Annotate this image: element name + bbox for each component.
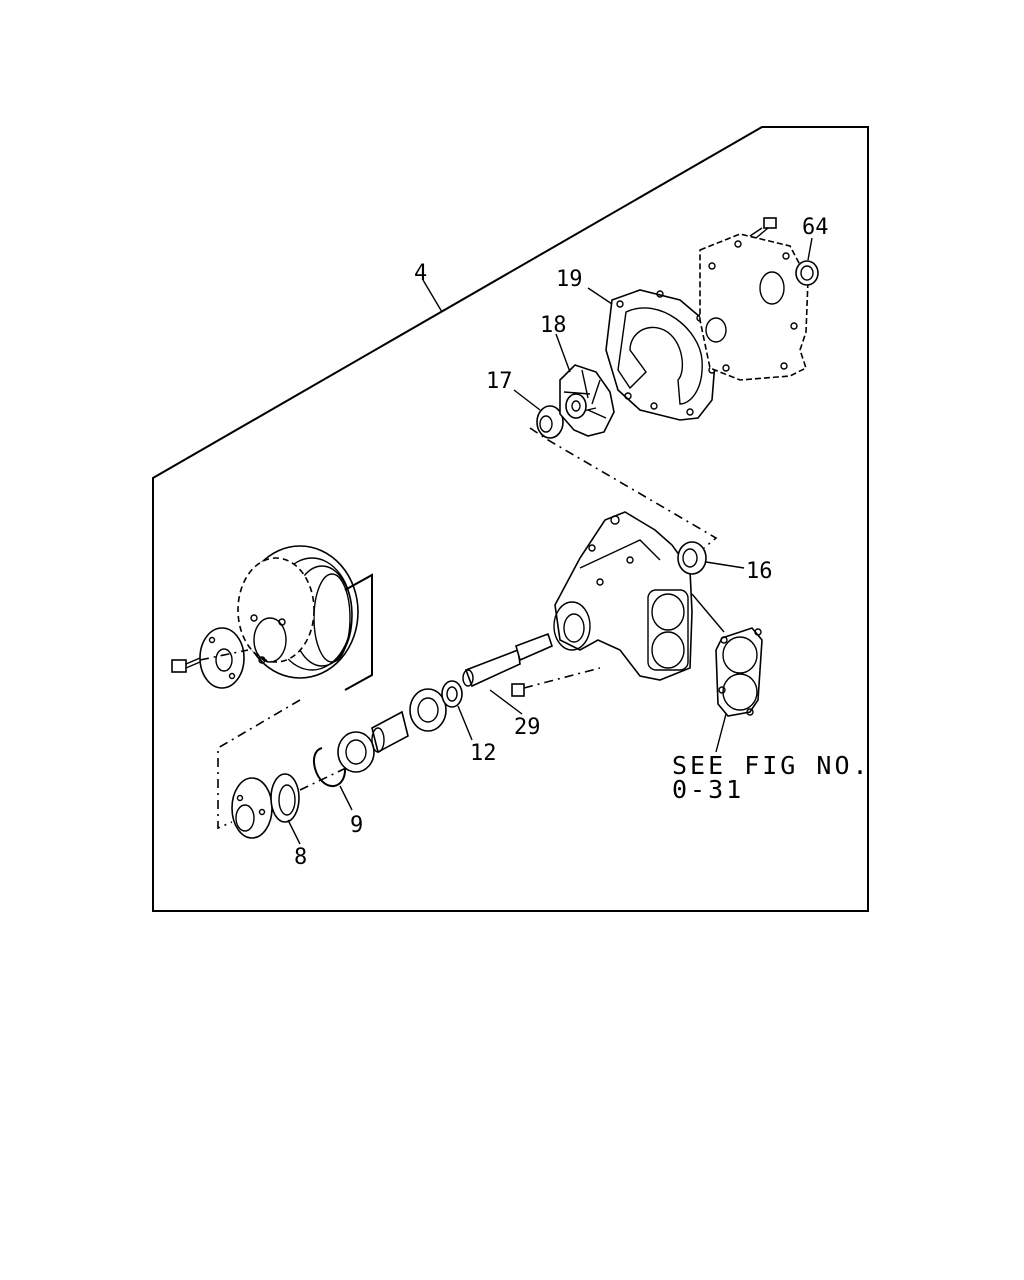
leader-18 [555, 333, 571, 373]
cover-bolt [749, 217, 777, 239]
callout-29: 29 [514, 715, 541, 740]
rear-seal-bearing [677, 541, 707, 575]
leader-9 [339, 785, 353, 811]
shaft [462, 632, 553, 688]
flange-bolt [171, 649, 249, 673]
leader-see-fig [715, 713, 727, 753]
callout-4: 4 [414, 261, 427, 286]
callout-19: 19 [556, 267, 583, 292]
leader-64 [807, 237, 813, 261]
callout-64: 64 [802, 215, 829, 240]
front-hub [231, 777, 273, 839]
impeller [559, 364, 615, 437]
leader-gasket-housing [691, 593, 725, 633]
pump-housing [553, 511, 693, 681]
callout-16: 16 [746, 559, 773, 584]
kit-boundary-outline [152, 126, 869, 912]
leader-12 [457, 705, 473, 741]
reference-note-line2: 0-31 [672, 775, 744, 804]
hub-axis-dashline [299, 767, 347, 791]
washer [441, 680, 463, 708]
mechanical-seal [536, 405, 564, 439]
oil-seal [270, 773, 300, 823]
pump-cover-plate [699, 233, 809, 381]
o-ring [795, 260, 819, 286]
leader-19 [587, 287, 613, 305]
callout-18: 18 [540, 313, 567, 338]
pulley [237, 545, 359, 679]
pulley-axis-dashline [217, 699, 301, 830]
bearing-spacer [371, 710, 409, 754]
pulley-bracket-line [344, 573, 373, 691]
callout-17: 17 [486, 369, 513, 394]
leader-29 [489, 689, 523, 715]
leader-8 [287, 819, 301, 845]
leader-4 [422, 279, 443, 313]
callout-12: 12 [470, 741, 497, 766]
outlet-gasket [715, 627, 763, 717]
front-bearing [337, 731, 375, 773]
callout-9: 9 [350, 813, 363, 838]
rear-bearing [409, 688, 447, 732]
leader-17 [513, 389, 541, 411]
leader-16 [705, 561, 745, 569]
reference-note-line1: SEE FIG NO. [672, 751, 871, 780]
callout-8: 8 [294, 845, 307, 870]
housing-bolt [511, 667, 601, 697]
